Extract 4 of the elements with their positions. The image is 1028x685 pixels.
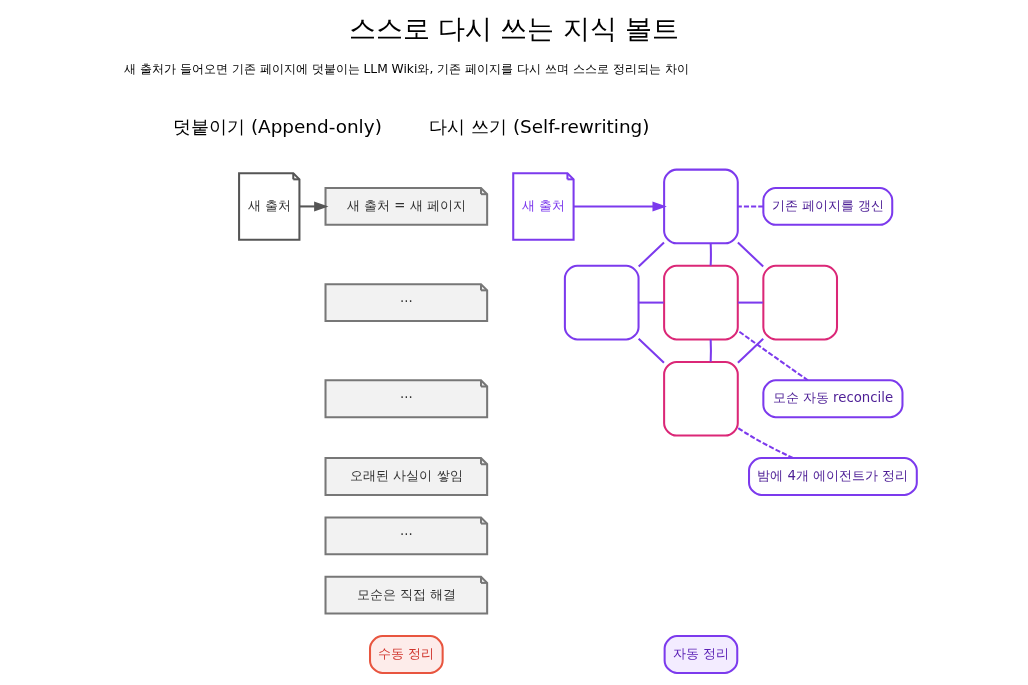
label: 새 출처가 들어오면 기존 페이지에 덧붙이는 LLM Wiki와, 기존 페이지를 다시 쓰며 스스로 정리되는 차이 — [124, 61, 689, 76]
label: 덧붙이기 (Append-only) — [173, 115, 382, 137]
diagram-title: 스스로 다시 쓰는 지식 볼트 — [348, 12, 680, 44]
label: 다시 쓰기 (Self-rewriting) — [429, 115, 650, 137]
